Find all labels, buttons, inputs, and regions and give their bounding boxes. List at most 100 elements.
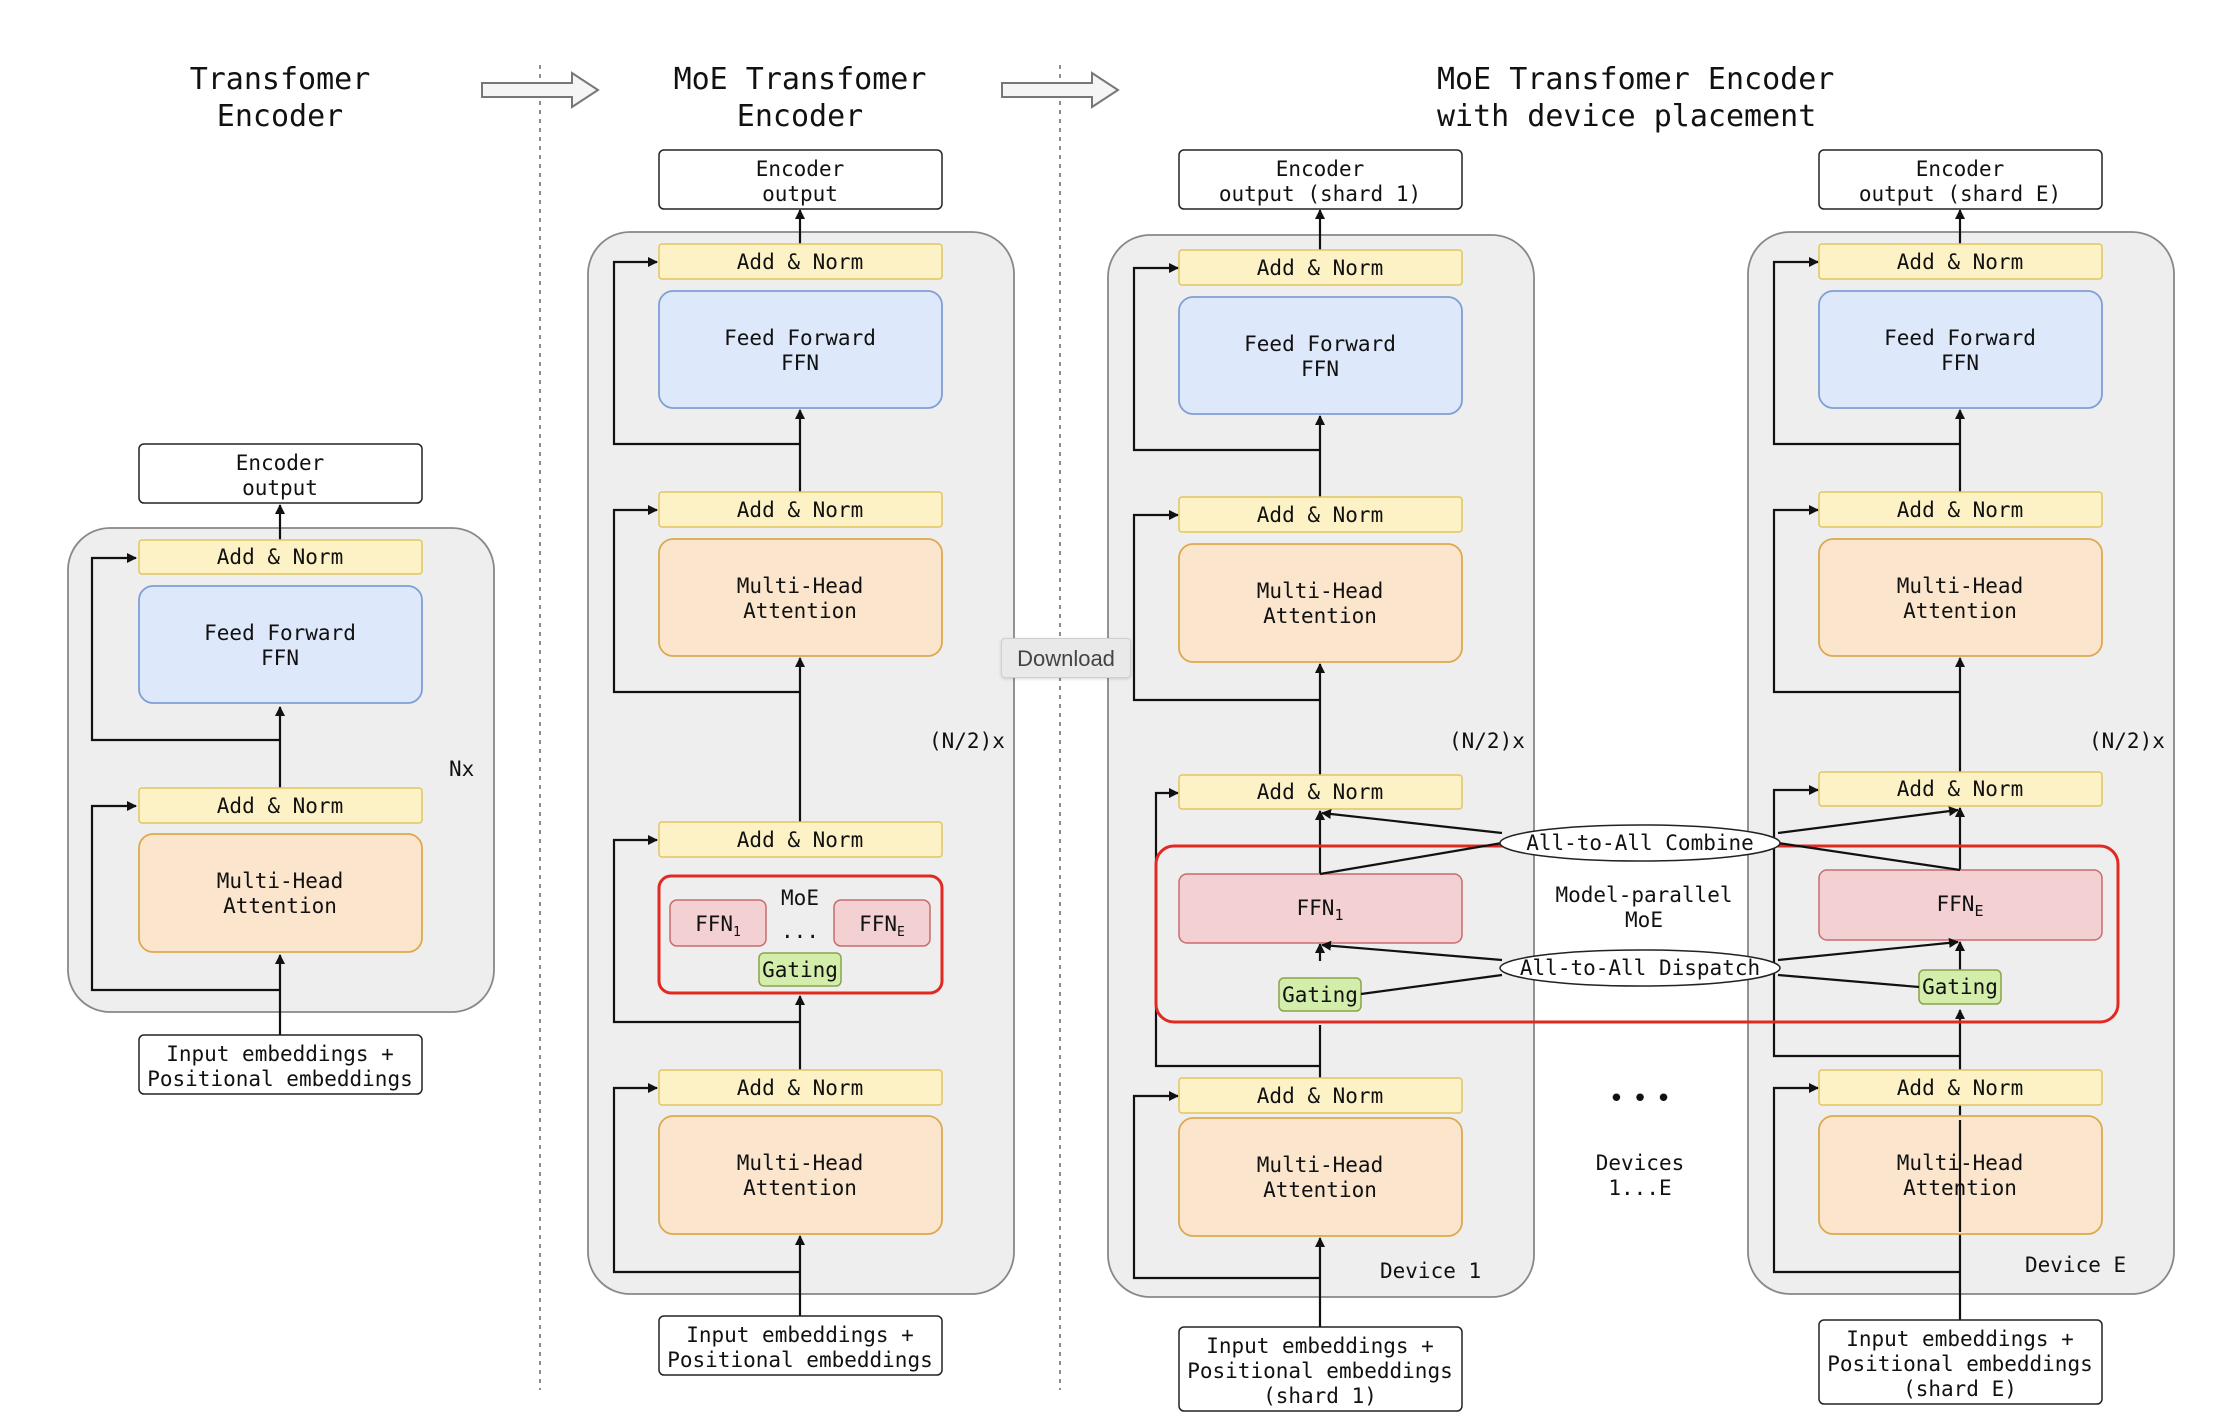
add-norm-box xyxy=(138,539,423,575)
add-norm-box xyxy=(138,787,423,824)
title-device-sub: with device placement xyxy=(1437,99,1816,134)
svg-text:FFN: FFN xyxy=(781,351,819,375)
svg-text:Gating: Gating xyxy=(1922,975,1998,999)
devices-label: Devices xyxy=(1596,1151,1685,1175)
model-parallel-label: Model-parallel xyxy=(1555,883,1732,907)
title-transformer: Transfomer xyxy=(190,62,371,97)
feed-forward-box xyxy=(138,585,423,704)
svg-text:Add & Norm: Add & Norm xyxy=(1897,777,2023,801)
svg-text:Feed Forward: Feed Forward xyxy=(1884,326,2036,350)
svg-text:FFN: FFN xyxy=(261,646,299,670)
feed-forward-box xyxy=(658,290,943,409)
svg-text:Multi-Head: Multi-Head xyxy=(1257,1153,1383,1177)
title-moe-sub: Encoder xyxy=(737,99,863,134)
repeat-label: (N/2)x xyxy=(2089,729,2165,753)
device-label: Device E xyxy=(2025,1253,2126,1277)
title-device: MoE Transfomer Encoder xyxy=(1437,62,1834,97)
expert-ffn-e xyxy=(833,899,931,947)
svg-text:Multi-Head: Multi-Head xyxy=(737,574,863,598)
add-norm-box xyxy=(658,821,943,858)
svg-text:...: ... xyxy=(781,919,819,943)
svg-text:FFN1: FFN1 xyxy=(695,912,741,940)
svg-text:Feed Forward: Feed Forward xyxy=(1244,332,1396,356)
attention-box xyxy=(658,1115,943,1235)
svg-text:Multi-Head: Multi-Head xyxy=(1257,579,1383,603)
input-embeddings-box xyxy=(1178,1326,1463,1412)
input-embeddings-box xyxy=(138,1034,423,1095)
add-norm-box xyxy=(1178,1077,1463,1114)
svg-text:Attention: Attention xyxy=(1903,599,2017,623)
svg-text:Gating: Gating xyxy=(1282,983,1358,1007)
attention-box xyxy=(1178,543,1463,663)
svg-text:Multi-Head: Multi-Head xyxy=(737,1151,863,1175)
add-norm-box xyxy=(1818,1069,2103,1106)
feed-forward-box xyxy=(1178,296,1463,415)
svg-text:Input embeddings +: Input embeddings + xyxy=(686,1323,914,1347)
moe-transformer-encoder: Encoder output Add & Norm Feed Forward F… xyxy=(587,149,1015,1376)
expert-ffn-1 xyxy=(669,899,767,947)
add-norm-box xyxy=(1178,774,1463,810)
svg-text:Encoder: Encoder xyxy=(756,157,845,181)
attention-box xyxy=(658,538,943,657)
title-transformer-sub: Encoder xyxy=(217,99,343,134)
svg-text:output: output xyxy=(762,182,838,206)
device-1-encoder: Encoder output (shard 1) Add & Norm Feed… xyxy=(1107,149,1535,1412)
add-norm-box xyxy=(1818,243,2103,280)
svg-text:Input embeddings +: Input embeddings + xyxy=(166,1042,394,1066)
svg-text:Add & Norm: Add & Norm xyxy=(1257,780,1383,804)
input-embeddings-box xyxy=(1818,1319,2103,1405)
svg-text:Add & Norm: Add & Norm xyxy=(737,498,863,522)
add-norm-box xyxy=(658,243,943,280)
svg-text:Add & Norm: Add & Norm xyxy=(737,1076,863,1100)
model-parallel-moe: All-to-All Combine All-to-All Dispatch M… xyxy=(1154,806,2120,1200)
svg-text:(shard E): (shard E) xyxy=(1903,1377,2017,1401)
feed-forward-box xyxy=(1818,290,2103,409)
add-norm-box xyxy=(658,491,943,528)
svg-text:Input embeddings +: Input embeddings + xyxy=(1846,1327,2074,1351)
svg-text:Add & Norm: Add & Norm xyxy=(217,794,343,818)
encoder-output-box xyxy=(1818,149,2103,210)
encoder-output-box xyxy=(138,443,423,504)
repeat-label: Nx xyxy=(449,757,474,781)
add-norm-box xyxy=(1178,496,1463,533)
title-moe: MoE Transfomer xyxy=(674,62,927,97)
svg-text:Multi-Head: Multi-Head xyxy=(1897,574,2023,598)
encoder-output-box xyxy=(1178,149,1463,210)
moe-block xyxy=(657,874,944,995)
repeat-label: (N/2)x xyxy=(929,729,1005,753)
svg-text:output (shard E): output (shard E) xyxy=(1859,182,2061,206)
svg-text:Feed Forward: Feed Forward xyxy=(204,621,356,645)
device-label: Device 1 xyxy=(1380,1259,1481,1283)
svg-text:Attention: Attention xyxy=(743,599,857,623)
repeat-label: (N/2)x xyxy=(1449,729,1525,753)
svg-text:Gating: Gating xyxy=(762,958,838,982)
transformer-encoder: Encoder output Add & Norm Feed Forward F… xyxy=(67,443,495,1095)
svg-text:Multi-Head: Multi-Head xyxy=(217,869,343,893)
svg-text:Attention: Attention xyxy=(223,894,337,918)
svg-text:(shard 1): (shard 1) xyxy=(1263,1384,1377,1408)
svg-text:Add & Norm: Add & Norm xyxy=(217,545,343,569)
gating-box xyxy=(1278,977,1362,1012)
svg-text:Positional embeddings: Positional embeddings xyxy=(147,1067,413,1091)
titles: Transfomer Encoder MoE Transfomer Encode… xyxy=(190,62,1835,134)
svg-text:Input embeddings +: Input embeddings + xyxy=(1206,1334,1434,1358)
svg-text:Positional embeddings: Positional embeddings xyxy=(667,1348,933,1372)
svg-text:Attention: Attention xyxy=(743,1176,857,1200)
attention-box xyxy=(1818,538,2103,657)
all-to-all-dispatch xyxy=(1499,949,1781,987)
svg-text:Add & Norm: Add & Norm xyxy=(737,828,863,852)
svg-text:Attention: Attention xyxy=(1263,604,1377,628)
svg-text:Add & Norm: Add & Norm xyxy=(1897,250,2023,274)
svg-text:Encoder: Encoder xyxy=(1916,157,2005,181)
svg-text:Add & Norm: Add & Norm xyxy=(1257,503,1383,527)
svg-text:Add & Norm: Add & Norm xyxy=(1257,256,1383,280)
download-button[interactable]: Download xyxy=(1001,638,1131,678)
add-norm-box xyxy=(1818,491,2103,528)
svg-text:Positional embeddings: Positional embeddings xyxy=(1187,1359,1453,1383)
attention-box xyxy=(138,833,423,953)
svg-text:All-to-All Combine: All-to-All Combine xyxy=(1526,831,1754,855)
svg-text:Add & Norm: Add & Norm xyxy=(737,250,863,274)
svg-text:Add & Norm: Add & Norm xyxy=(1897,1076,2023,1100)
svg-text:FFNE: FFNE xyxy=(859,912,905,940)
